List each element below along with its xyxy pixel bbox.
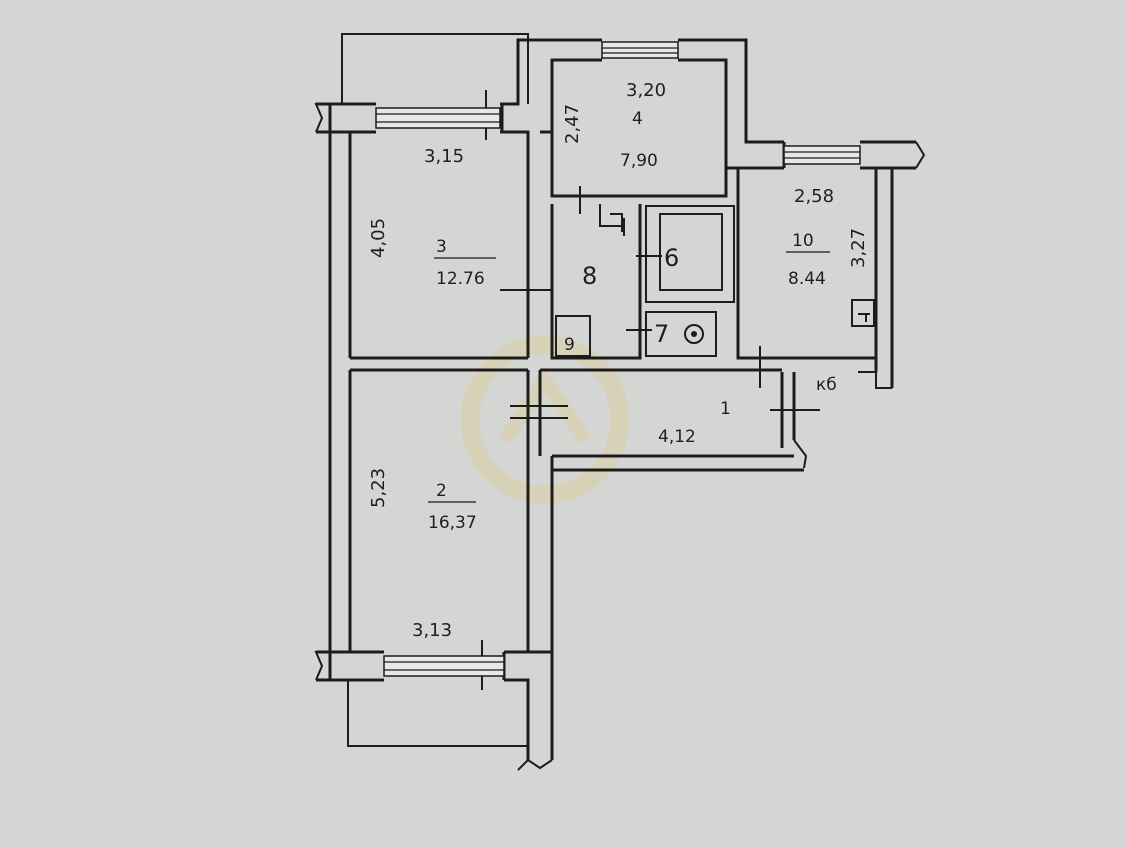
room-8-number: 8 xyxy=(582,262,597,290)
outer-walls xyxy=(314,38,926,771)
ko-mark: кб xyxy=(816,375,837,395)
room-9-number: 9 xyxy=(564,335,575,355)
room-3-area: 12.76 xyxy=(436,269,485,289)
room-10-area: 8.44 xyxy=(788,269,826,289)
windows xyxy=(375,41,861,677)
room-2-number: 2 xyxy=(436,481,447,501)
dim-room2-length: 5,23 xyxy=(368,468,389,508)
room-10-number: 10 xyxy=(792,231,814,251)
window-room-4 xyxy=(601,41,679,59)
watermark xyxy=(461,336,629,504)
window-room-2 xyxy=(383,655,505,677)
dim-room4-length: 2,47 xyxy=(562,104,583,144)
dim-room2-width: 3,13 xyxy=(412,620,452,641)
bottom-balcony-outline xyxy=(347,680,528,747)
room-4-number: 4 xyxy=(632,109,643,129)
dim-room10-length: 3,27 xyxy=(848,228,869,268)
dim-room3-width: 3,15 xyxy=(424,146,464,167)
dim-room4-width: 3,20 xyxy=(626,80,666,101)
room-2-area: 16,37 xyxy=(428,513,477,533)
dim-room10-width: 2,58 xyxy=(794,186,834,207)
top-balcony-outline xyxy=(341,33,529,104)
room-labels: 3 12.76 4 7,90 10 8.44 8 6 7 9 1 4,12 2 … xyxy=(428,109,837,533)
room-4-area: 7,90 xyxy=(620,151,658,171)
room-3-number: 3 xyxy=(436,237,447,257)
room-1-number: 1 xyxy=(720,399,731,419)
dimension-labels: 3,15 4,05 3,20 2,47 2,58 3,27 3,13 5,23 xyxy=(368,80,869,641)
room-6-number: 6 xyxy=(664,244,679,272)
dim-room3-length: 4,05 xyxy=(368,218,389,258)
window-room-10 xyxy=(783,145,861,165)
room-7-number: 7 xyxy=(654,320,669,348)
room-1-area: 4,12 xyxy=(658,427,696,447)
window-room-3 xyxy=(375,107,501,129)
interior-walls xyxy=(350,90,875,690)
